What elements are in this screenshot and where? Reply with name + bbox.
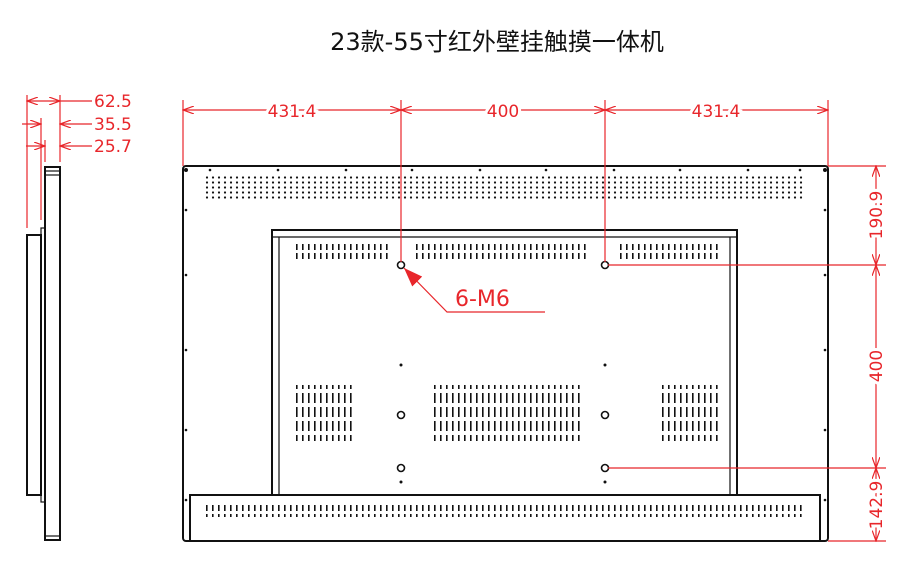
dim-depth-total: 62.5 [94,92,132,112]
side-view: 62.5 35.5 25.7 [22,92,132,541]
recessed-back-panel [271,229,738,496]
drawing-title: 23款-55寸红外壁挂触摸一体机 [330,28,664,56]
bottom-bar [189,494,821,542]
vent-middle-right [658,385,720,441]
vent-middle-left [292,385,352,441]
mount-leader-arrow [403,267,545,313]
rear-outline [182,165,829,542]
dim-top-left: 431.4 [268,102,317,122]
side-rear-housing [26,234,42,496]
vent-upper-left [296,241,388,259]
dim-right-middle: 400 [867,350,887,382]
dim-depth-front: 25.7 [94,137,132,157]
dim-right-bottom: 142.9 [867,481,887,530]
vent-upper-right [620,241,718,259]
dim-top-right: 431.4 [692,102,741,122]
dim-right-top: 190.9 [867,191,887,240]
dim-depth-mid: 35.5 [94,115,132,135]
top-vent-holes [205,176,805,200]
bottom-vent-slots [205,503,805,517]
side-panel-body [44,166,61,541]
rear-view: 431.4 400 431.4 190.9 400 142.9 6-M6 [182,99,890,542]
vent-middle-center [430,385,580,441]
mount-hole-label: 6-M6 [455,287,510,312]
dim-top-center: 400 [487,102,519,122]
vent-upper-center [416,241,586,259]
